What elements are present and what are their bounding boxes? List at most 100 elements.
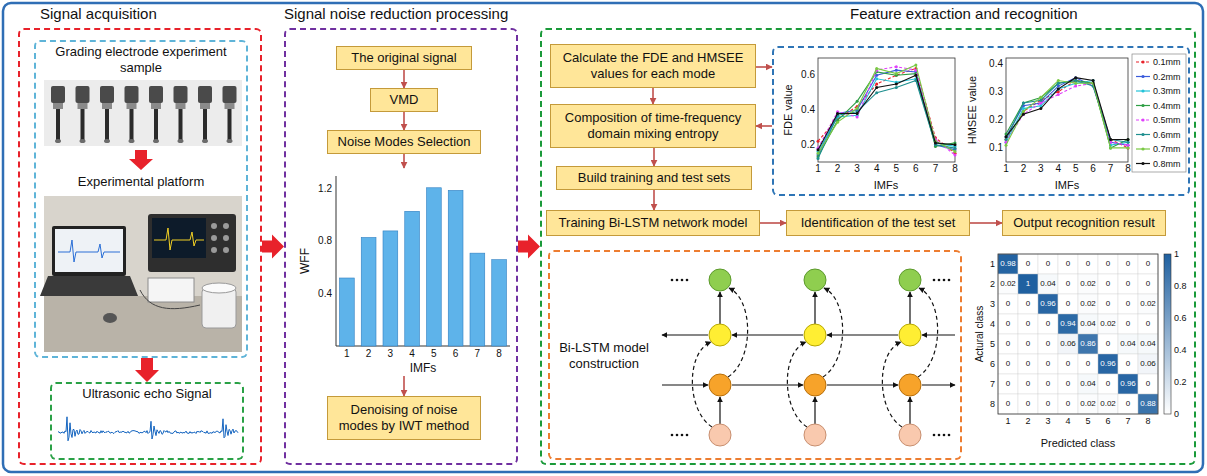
table-cell: 0	[1006, 319, 1010, 328]
table-cell: 0	[1066, 299, 1070, 308]
electrode-tip	[129, 139, 135, 143]
table-cell: 0.04	[1080, 319, 1096, 328]
scope-knob	[223, 223, 229, 229]
output-cell	[709, 269, 731, 291]
electrode-handle	[51, 86, 65, 103]
legend-text: 0.7mm	[1153, 144, 1181, 154]
axis-tick: 2	[1021, 163, 1027, 175]
flow-arrow	[652, 88, 654, 104]
legend-sample	[1136, 119, 1150, 120]
axis-tick: 1	[990, 259, 995, 269]
legend-marker	[1141, 60, 1144, 63]
panel-title: Signal noise reduction processing	[284, 5, 508, 22]
matrix-cell	[998, 254, 1018, 274]
table-cell: 0	[1106, 299, 1110, 308]
matrix-cell	[1118, 254, 1138, 274]
table-cell: 0	[1146, 379, 1150, 388]
process-box: Output recognition result	[1002, 210, 1166, 236]
matrix-cell	[1078, 334, 1098, 354]
data-marker	[1127, 146, 1130, 149]
table-cell: 0	[1026, 359, 1030, 368]
matrix-cell	[1078, 394, 1098, 414]
ellipsis-dot	[933, 434, 936, 437]
matrix-cell	[1138, 294, 1158, 314]
table-cell: 0.02	[1080, 299, 1096, 308]
axis-tick: 2	[835, 163, 841, 175]
electrode-tip	[178, 139, 184, 143]
ellipsis-dot	[671, 279, 674, 282]
chart-axis	[336, 176, 337, 346]
axis-title: IMFs	[410, 362, 437, 376]
table-cell: 0	[1026, 399, 1030, 408]
laptop-base	[40, 276, 138, 296]
block-arrow	[262, 235, 284, 259]
axis-tick: 0.1	[989, 142, 1003, 154]
fde-series	[818, 70, 955, 155]
network-arrow	[662, 384, 708, 385]
ellipsis-dot	[943, 279, 946, 282]
matrix-cell	[1078, 254, 1098, 274]
process-box: Calculate the FDE and HMSEE values for e…	[550, 44, 756, 88]
matrix-cell	[1018, 274, 1038, 294]
output-cell	[899, 269, 921, 291]
axis-tick: 1	[815, 163, 821, 175]
electrode-tip	[153, 139, 159, 143]
scope-knob	[211, 247, 217, 253]
legend-marker	[1141, 133, 1144, 136]
electrode-rod	[105, 109, 109, 140]
axis-tick: 1.2	[318, 183, 332, 195]
table-cell: 0	[1146, 279, 1150, 288]
table-cell: 0	[1066, 379, 1070, 388]
data-marker	[1022, 101, 1025, 104]
axis-title: HMSEE value	[966, 76, 979, 144]
plot-frame	[1006, 58, 1128, 162]
flow-arrow	[129, 150, 153, 170]
table-cell: 0	[1006, 379, 1010, 388]
axis-tick: 2	[990, 279, 995, 289]
data-marker	[1057, 93, 1060, 96]
axis-tick: 0.2	[801, 139, 815, 151]
axis-tick: 0.6	[1174, 313, 1187, 323]
node-label: Experimental platform	[36, 174, 246, 190]
data-marker	[1039, 99, 1042, 102]
axis-tick: 7	[475, 348, 481, 360]
network-arrow	[814, 397, 815, 424]
table-cell: 0.04	[1120, 339, 1136, 348]
axis-tick: 7	[990, 379, 995, 389]
matrix-cell	[1098, 394, 1118, 414]
table-cell: 0.96	[1040, 299, 1056, 308]
backward-cell	[899, 324, 921, 346]
table-cell: 0.06	[1140, 359, 1156, 368]
matrix-cell	[1018, 334, 1038, 354]
electrode-handle	[174, 86, 188, 103]
electrode-handle	[125, 86, 139, 103]
hmsee-series	[1006, 78, 1128, 145]
table-cell: 0.02	[1080, 279, 1096, 288]
data-marker	[856, 100, 859, 103]
data-marker	[1109, 146, 1112, 149]
data-marker	[1057, 79, 1060, 82]
backward-cell	[804, 324, 826, 346]
flow-arrow	[653, 148, 655, 166]
data-marker	[1039, 96, 1042, 99]
legend-text: 0.8mm	[1153, 158, 1181, 168]
data-marker	[954, 147, 957, 150]
scope-screen	[152, 218, 206, 258]
electrode-rod	[81, 109, 85, 140]
data-marker	[1127, 141, 1130, 144]
matrix-cell	[998, 374, 1018, 394]
scope-knob	[211, 223, 217, 229]
data-marker	[914, 74, 917, 77]
process-box: Identification of the test set	[786, 210, 970, 236]
ellipsis-dot	[948, 279, 951, 282]
matrix-cell	[998, 314, 1018, 334]
axis-tick: 0.4	[989, 58, 1003, 70]
data-marker	[836, 112, 839, 115]
chart-bar	[405, 211, 420, 346]
data-marker	[1005, 138, 1008, 141]
chart-bar	[340, 278, 355, 346]
table-cell: 0.88	[1140, 399, 1156, 408]
axis-tick: 0.4	[801, 104, 815, 116]
axis-tick: 4	[874, 163, 880, 175]
ellipsis-dot	[671, 434, 674, 437]
